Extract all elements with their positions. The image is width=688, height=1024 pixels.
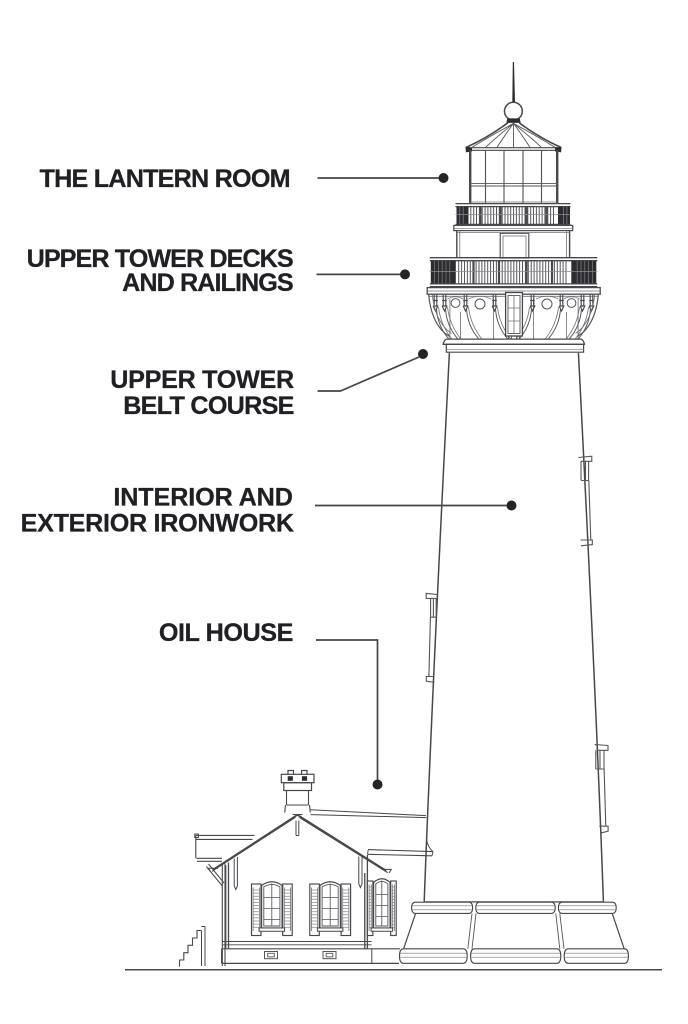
svg-text:INTERIOR AND: INTERIOR AND	[113, 484, 292, 512]
svg-text:OIL HOUSE: OIL HOUSE	[159, 619, 293, 647]
svg-text:UPPER TOWER DECKS: UPPER TOWER DECKS	[27, 245, 293, 273]
svg-text:UPPER TOWER: UPPER TOWER	[110, 366, 294, 394]
svg-text:BELT COURSE: BELT COURSE	[123, 392, 294, 420]
svg-text:THE LANTERN ROOM: THE LANTERN ROOM	[40, 165, 290, 193]
svg-text:AND RAILINGS: AND RAILINGS	[122, 269, 293, 297]
svg-text:EXTERIOR IRONWORK: EXTERIOR IRONWORK	[21, 510, 294, 538]
